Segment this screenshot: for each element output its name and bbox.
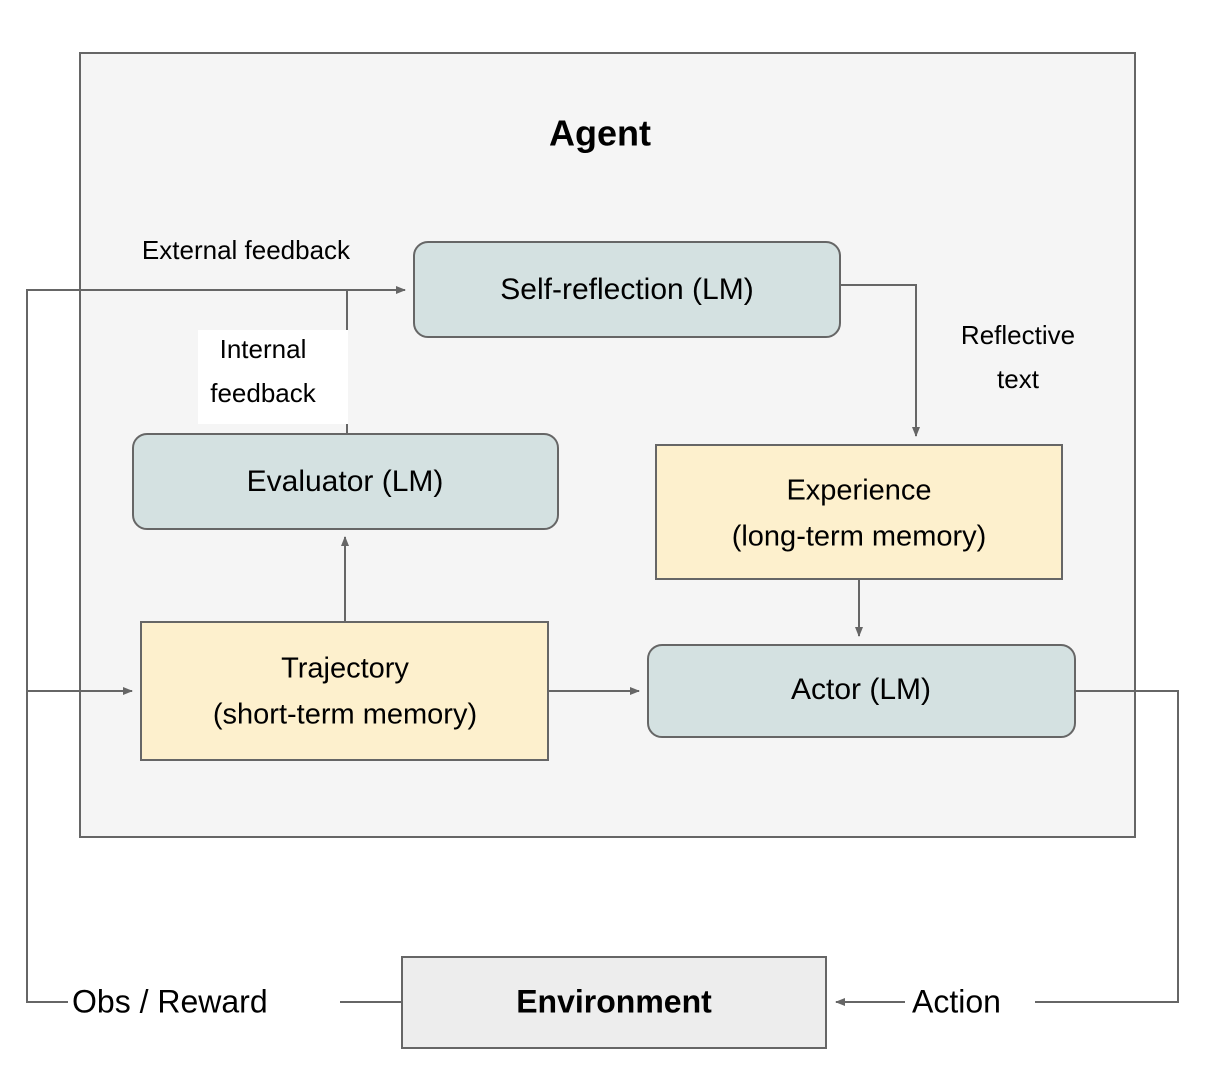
page-title: Agent: [549, 113, 651, 154]
internal-feedback-label-line1: Internal: [220, 334, 307, 364]
trajectory-box[interactable]: [140, 621, 549, 761]
self-reflection-box[interactable]: [413, 241, 841, 338]
environment-label: Environment: [516, 983, 712, 1019]
reflective-text-arrow: [840, 284, 920, 437]
internal-feedback-label-line2: feedback: [210, 378, 317, 408]
trajectory-label-line1: Trajectory: [281, 653, 409, 685]
node-experience[interactable]: Experience (long-term memory): [655, 444, 1063, 580]
action-label: Action: [912, 983, 1001, 1019]
evaluator-box[interactable]: [132, 433, 559, 530]
internal-feedback-label-backdrop: [198, 330, 348, 424]
evaluator-label: Evaluator (LM): [247, 465, 444, 498]
node-self-reflection[interactable]: Self-reflection (LM): [413, 241, 841, 338]
experience-label-line2: (long-term memory): [732, 521, 987, 553]
experience-box[interactable]: [655, 444, 1063, 580]
node-evaluator[interactable]: Evaluator (LM): [132, 433, 559, 530]
environment-box[interactable]: [401, 956, 827, 1049]
trajectory-label-line2: (short-term memory): [213, 699, 477, 731]
obs-reward-label-backdrop: [68, 980, 340, 1026]
self-reflection-label: Self-reflection (LM): [500, 273, 753, 306]
reflective-text-label-line2: text: [997, 364, 1040, 394]
actor-box[interactable]: [647, 644, 1076, 738]
reflective-text-label-line1: Reflective: [961, 320, 1075, 350]
action-label-backdrop: [905, 980, 1035, 1026]
node-trajectory[interactable]: Trajectory (short-term memory): [140, 621, 549, 761]
actor-label: Actor (LM): [791, 673, 931, 706]
obs-reward-label: Obs / Reward: [72, 983, 268, 1019]
experience-label-line1: Experience: [786, 475, 931, 507]
node-actor[interactable]: Actor (LM): [647, 644, 1076, 738]
node-environment[interactable]: Environment: [401, 956, 827, 1049]
external-feedback-label: External feedback: [142, 235, 351, 265]
